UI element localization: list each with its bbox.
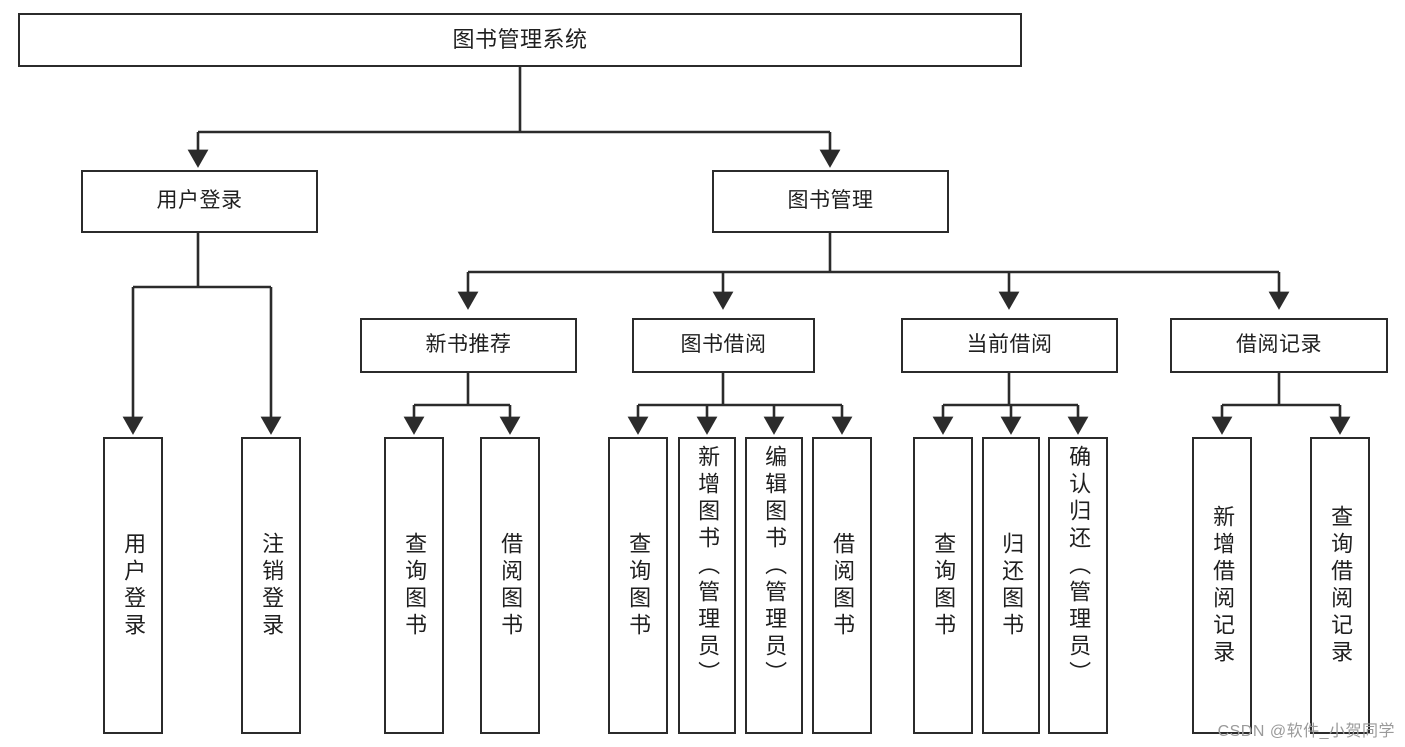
node-current-borrow[interactable]: 当前借阅 xyxy=(901,318,1118,373)
node-new-book-recommend-label: 新书推荐 xyxy=(425,333,512,357)
node-book-borrow-label: 图书借阅 xyxy=(680,333,767,357)
node-user-login[interactable]: 用户登录 xyxy=(81,170,318,233)
leaf-query-book-3[interactable]: 查询图书 xyxy=(913,437,973,734)
leaf-add-book[interactable]: 新增图书（管理员） xyxy=(678,437,736,734)
leaf-user-login[interactable]: 用户登录 xyxy=(103,437,163,734)
leaf-user-login-label: 用户登录 xyxy=(121,531,147,640)
leaf-query-record-label: 查询借阅记录 xyxy=(1328,504,1354,667)
leaf-query-book-1-label: 查询图书 xyxy=(402,531,428,640)
leaf-borrow-book-2-label: 借阅图书 xyxy=(830,531,856,640)
watermark: CSDN @软件_小贺同学 xyxy=(1217,723,1395,740)
leaf-add-book-label: 新增图书（管理员） xyxy=(695,445,721,688)
leaf-query-book-2[interactable]: 查询图书 xyxy=(608,437,668,734)
node-borrow-record[interactable]: 借阅记录 xyxy=(1170,318,1388,373)
leaf-logout-login[interactable]: 注销登录 xyxy=(241,437,301,734)
node-book-manage-label: 图书管理 xyxy=(787,189,874,213)
leaf-return-book[interactable]: 归还图书 xyxy=(982,437,1040,734)
leaf-query-book-3-label: 查询图书 xyxy=(931,531,957,640)
node-current-borrow-label: 当前借阅 xyxy=(966,333,1053,357)
leaf-add-record-label: 新增借阅记录 xyxy=(1210,504,1236,667)
leaf-borrow-book-1[interactable]: 借阅图书 xyxy=(480,437,540,734)
node-root[interactable]: 图书管理系统 xyxy=(18,13,1022,67)
node-root-label: 图书管理系统 xyxy=(452,27,588,53)
node-new-book-recommend[interactable]: 新书推荐 xyxy=(360,318,577,373)
node-user-login-label: 用户登录 xyxy=(156,189,243,213)
leaf-return-book-label: 归还图书 xyxy=(999,531,1025,640)
node-book-borrow[interactable]: 图书借阅 xyxy=(632,318,815,373)
node-borrow-record-label: 借阅记录 xyxy=(1236,333,1322,357)
leaf-query-book-1[interactable]: 查询图书 xyxy=(384,437,444,734)
leaf-borrow-book-1-label: 借阅图书 xyxy=(498,531,524,640)
leaf-query-record[interactable]: 查询借阅记录 xyxy=(1310,437,1370,734)
node-book-manage[interactable]: 图书管理 xyxy=(712,170,949,233)
leaf-edit-book[interactable]: 编辑图书（管理员） xyxy=(745,437,803,734)
leaf-logout-login-label: 注销登录 xyxy=(259,531,285,640)
leaf-add-record[interactable]: 新增借阅记录 xyxy=(1192,437,1252,734)
leaf-query-book-2-label: 查询图书 xyxy=(626,531,652,640)
leaf-confirm-return[interactable]: 确认归还（管理员） xyxy=(1048,437,1108,734)
leaf-borrow-book-2[interactable]: 借阅图书 xyxy=(812,437,872,734)
leaf-confirm-return-label: 确认归还（管理员） xyxy=(1066,445,1092,688)
leaf-edit-book-label: 编辑图书（管理员） xyxy=(762,445,788,688)
